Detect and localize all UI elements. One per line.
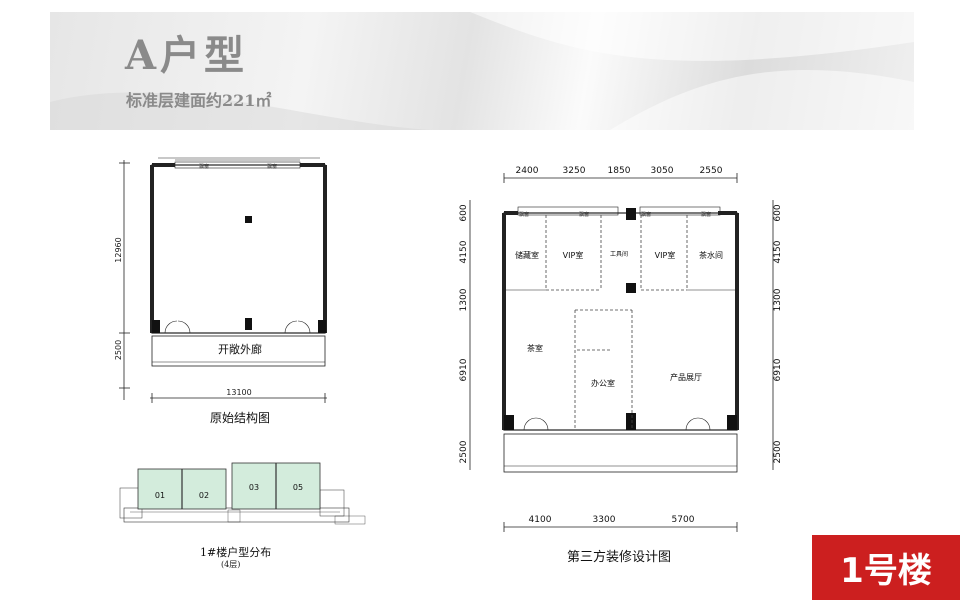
distribution-plan-caption: 1#楼户型分布: [200, 546, 272, 559]
fitout-top-dim: 2550: [700, 166, 723, 176]
fitout-top-dim: 3250: [563, 166, 586, 176]
room-label-vip1: VIP室: [563, 250, 584, 260]
original-plan-caption: 原始结构图: [210, 411, 271, 425]
fitout-window-label: 飘窗: [579, 211, 589, 218]
fitout-left-dim: 600: [459, 204, 469, 221]
original-dim-corridor: 2500: [114, 340, 123, 360]
corridor-label: 开敞外廊: [218, 342, 262, 356]
fitout-window-label: 飘窗: [519, 211, 529, 218]
fitout-window-label: 飘窗: [641, 211, 651, 218]
room-label-tea: 茶室: [527, 343, 543, 353]
fitout-left-dim: 1300: [459, 288, 469, 311]
room-label-showroom: 产品展厅: [670, 372, 702, 382]
fitout-right-dim: 600: [773, 204, 783, 221]
page-title: A户型: [125, 32, 249, 79]
original-dim-depth: 12960: [114, 237, 123, 262]
fitout-right-dim: 2500: [773, 440, 783, 463]
room-label-tea-water: 茶水间: [699, 250, 723, 260]
header-banner: [50, 12, 914, 130]
fitout-bottom-dim: 5700: [672, 515, 695, 525]
unit-label-01: 01: [155, 491, 165, 500]
fitout-top-dim: 3050: [651, 166, 674, 176]
fitout-left-dim: 2500: [459, 440, 469, 463]
fitout-plan: [469, 173, 774, 532]
building-badge: 1号楼: [812, 535, 960, 600]
fitout-top-dim: 1850: [608, 166, 631, 176]
fitout-window-label: 飘窗: [701, 211, 711, 218]
fitout-bottom-dim: 4100: [529, 515, 552, 525]
original-window-label: 飘窗: [199, 163, 209, 170]
original-dim-width: 13100: [226, 388, 251, 397]
banner-swoosh: [50, 12, 914, 130]
unit-label-03: 03: [249, 483, 259, 492]
fitout-right-dim: 6910: [773, 358, 783, 381]
original-window-label: 飘窗: [267, 163, 277, 170]
room-label-office: 办公室: [591, 378, 615, 388]
fitout-left-dim: 6910: [459, 358, 469, 381]
original-structure-plan: [119, 157, 327, 403]
fitout-right-dim: 4150: [773, 240, 783, 263]
fitout-bottom-dim: 3300: [593, 515, 616, 525]
room-label-storage: 储藏室: [515, 250, 539, 260]
page-subtitle: 标准层建面约221㎡: [126, 91, 272, 110]
fitout-left-dim: 4150: [459, 240, 469, 263]
unit-label-05: 05: [293, 483, 303, 492]
fitout-top-dim: 2400: [516, 166, 539, 176]
fitout-plan-caption: 第三方装修设计图: [567, 550, 672, 565]
room-label-vip2: VIP室: [655, 250, 676, 260]
unit-label-02: 02: [199, 491, 209, 500]
room-label-tool: 工具间: [610, 250, 628, 258]
building-distribution-plan: [119, 462, 366, 525]
fitout-right-dim: 1300: [773, 288, 783, 311]
distribution-plan-subcaption: (4层): [221, 560, 241, 569]
